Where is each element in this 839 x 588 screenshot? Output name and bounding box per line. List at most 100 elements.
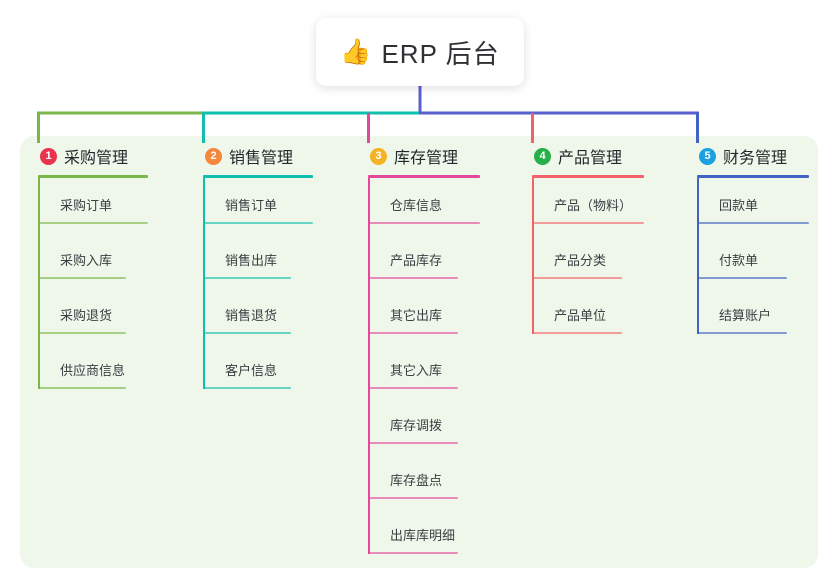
branch-number-badge: 1	[40, 147, 57, 165]
branch-item[interactable]: 库存盘点	[368, 453, 480, 508]
branch-spine	[368, 178, 370, 554]
branch-item[interactable]: 产品（物料）	[532, 178, 644, 233]
branch-item[interactable]: 库存调拨	[368, 398, 480, 453]
branch-item-label: 产品单位	[554, 308, 607, 323]
branch-item[interactable]: 供应商信息	[38, 343, 148, 398]
branch-item-rule	[368, 497, 458, 499]
branch-header-rule	[38, 175, 148, 178]
branch-item-rule	[368, 442, 458, 444]
branch-item[interactable]: 其它入库	[368, 343, 480, 398]
branch-item-rule	[203, 387, 291, 389]
branch-item-list: 产品（物料） 产品分类产品单位	[532, 178, 644, 343]
branch-spine	[697, 178, 699, 334]
branch-item-label: 结算账户	[719, 308, 772, 323]
branch-item-rule	[532, 277, 622, 279]
branch-item-list: 回款单付款单结算账户	[697, 178, 809, 343]
branch-item[interactable]: 其它出库	[368, 288, 480, 343]
branch-item-label: 采购入库	[60, 253, 113, 268]
branch-item[interactable]: 客户信息	[203, 343, 313, 398]
branch-spine	[203, 178, 205, 389]
branch-item-list: 采购订单采购入库采购退货供应商信息	[38, 178, 148, 398]
branch-number-badge: 3	[370, 147, 387, 165]
branch-item-rule	[203, 222, 313, 224]
branch-item-rule	[532, 222, 644, 224]
branch-item[interactable]: 出库库明细	[368, 508, 480, 563]
branch-title: 采购管理	[64, 150, 129, 167]
branch-header-财务管理[interactable]: 5 财务管理	[697, 144, 809, 168]
branch-column-销售管理: 2 销售管理销售订单销售出库销售退货客户信息	[203, 144, 313, 398]
branch-item-rule	[203, 332, 291, 334]
branch-item[interactable]: 销售退货	[203, 288, 313, 343]
branch-header-rule	[368, 175, 480, 178]
branch-header-库存管理[interactable]: 3 库存管理	[368, 144, 480, 168]
branch-item-rule	[368, 387, 458, 389]
branch-title: 库存管理	[394, 150, 459, 167]
branch-item-label: 供应商信息	[60, 363, 126, 378]
branch-item-label: 客户信息	[225, 363, 278, 378]
branch-number-badge: 4	[534, 147, 551, 165]
branch-header-采购管理[interactable]: 1 采购管理	[38, 144, 148, 168]
branch-item-rule	[368, 222, 480, 224]
branch-header-销售管理[interactable]: 2 销售管理	[203, 144, 313, 168]
branch-column-产品管理: 4 产品管理产品（物料） 产品分类产品单位	[532, 144, 644, 343]
branch-item-rule	[697, 222, 809, 224]
branch-header-rule	[697, 175, 809, 178]
branch-item[interactable]: 采购入库	[38, 233, 148, 288]
root-node[interactable]: 👍 ERP 后台	[316, 18, 524, 86]
branch-item-label: 采购订单	[60, 198, 113, 213]
branch-item-label: 库存调拨	[390, 418, 443, 433]
branch-item-rule	[38, 332, 126, 334]
branch-item[interactable]: 采购退货	[38, 288, 148, 343]
branch-header-产品管理[interactable]: 4 产品管理	[532, 144, 644, 168]
branch-item-rule	[38, 277, 126, 279]
branch-item-list: 仓库信息产品库存其它出库其它入库库存调拨库存盘点出库库明细	[368, 178, 480, 563]
branch-item-label: 其它出库	[390, 308, 443, 323]
branch-item[interactable]: 仓库信息	[368, 178, 480, 233]
branch-spine	[532, 178, 534, 334]
branches-panel	[20, 136, 818, 568]
branch-column-财务管理: 5 财务管理回款单付款单结算账户	[697, 144, 809, 343]
branch-item-rule	[532, 332, 622, 334]
branch-item-rule	[38, 387, 126, 389]
branch-column-采购管理: 1 采购管理采购订单采购入库采购退货供应商信息	[38, 144, 148, 398]
branch-title: 财务管理	[723, 150, 788, 167]
branch-item-rule	[697, 277, 787, 279]
branch-item[interactable]: 产品单位	[532, 288, 644, 343]
branch-item-label: 采购退货	[60, 308, 113, 323]
branch-item-rule	[203, 277, 291, 279]
branch-item[interactable]: 销售订单	[203, 178, 313, 233]
branch-item[interactable]: 结算账户	[697, 288, 809, 343]
branch-item-label: 其它入库	[390, 363, 443, 378]
branch-item-label: 销售订单	[225, 198, 278, 213]
branch-item-rule	[697, 332, 787, 334]
branch-item[interactable]: 销售出库	[203, 233, 313, 288]
branch-item[interactable]: 付款单	[697, 233, 809, 288]
branch-item[interactable]: 回款单	[697, 178, 809, 233]
branch-item-label: 出库库明细	[390, 528, 456, 543]
branch-number-badge: 2	[205, 147, 222, 165]
branch-column-库存管理: 3 库存管理仓库信息产品库存其它出库其它入库库存调拨库存盘点出库库明细	[368, 144, 480, 563]
branch-item[interactable]: 采购订单	[38, 178, 148, 233]
branch-item[interactable]: 产品分类	[532, 233, 644, 288]
branch-item-rule	[368, 332, 458, 334]
branch-item-label: 产品库存	[390, 253, 443, 268]
branch-title: 产品管理	[558, 150, 623, 167]
branch-item-label: 仓库信息	[390, 198, 443, 213]
root-title: ERP 后台	[381, 38, 500, 69]
branch-item-label: 产品分类	[554, 253, 607, 268]
branch-item-label: 销售出库	[225, 253, 278, 268]
branch-item-label: 产品（物料）	[554, 198, 633, 213]
branch-item-label: 库存盘点	[390, 473, 443, 488]
branch-item-rule	[368, 277, 458, 279]
branch-spine	[38, 178, 40, 389]
branch-item-list: 销售订单销售出库销售退货客户信息	[203, 178, 313, 398]
branch-title: 销售管理	[229, 150, 294, 167]
branch-item[interactable]: 产品库存	[368, 233, 480, 288]
branch-header-rule	[532, 175, 644, 178]
branch-item-label: 销售退货	[225, 308, 278, 323]
branch-item-label: 付款单	[719, 253, 759, 268]
branch-number-badge: 5	[699, 147, 716, 165]
